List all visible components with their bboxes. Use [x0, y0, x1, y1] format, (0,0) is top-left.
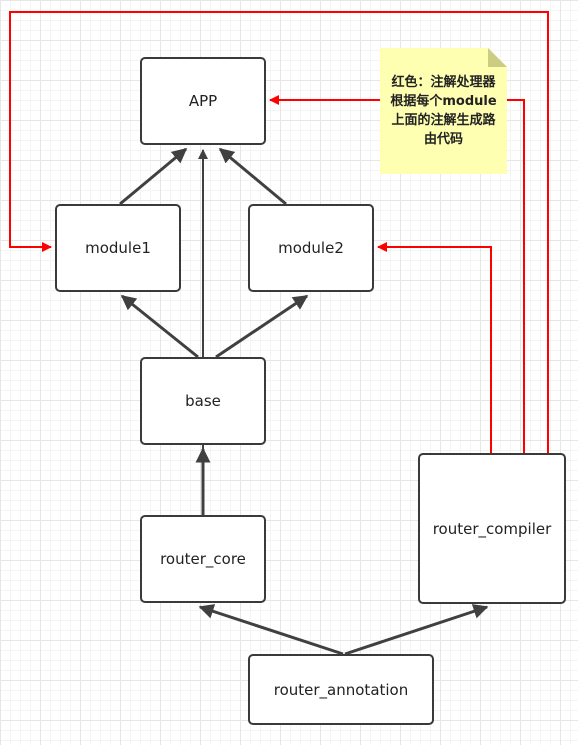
node-base-label: base — [185, 392, 221, 410]
edge-router-annotation-to-router-compiler — [344, 604, 489, 656]
edge-router-compiler-to-module1 — [9, 11, 549, 453]
node-module1[interactable]: module1 — [55, 204, 181, 292]
edge-module1-to-app — [119, 147, 188, 206]
legend-note-text: 红色：注解处理器根据每个module上面的注解生成路由代码 — [390, 75, 497, 147]
edge-base-to-module1 — [120, 294, 199, 359]
node-router-compiler-label: router_compiler — [432, 519, 552, 538]
node-app-label: APP — [188, 92, 218, 110]
edge-router-compiler-to-app — [269, 95, 525, 453]
node-base[interactable]: base — [140, 357, 266, 445]
edge-router-annotation-to-router-core — [198, 604, 344, 656]
node-router-core-label: router_core — [160, 550, 246, 568]
node-router-core[interactable]: router_core — [140, 515, 266, 603]
node-module2-label: module2 — [278, 239, 344, 257]
edge-module2-to-app — [218, 147, 287, 206]
node-app[interactable]: APP — [140, 57, 266, 145]
legend-note[interactable]: 红色：注解处理器根据每个module上面的注解生成路由代码 — [380, 48, 507, 174]
edge-router-compiler-to-module2 — [377, 242, 492, 453]
node-module1-label: module1 — [85, 239, 151, 257]
node-router-annotation[interactable]: router_annotation — [248, 654, 434, 725]
node-router-compiler[interactable]: router_compiler — [418, 453, 566, 604]
node-module2[interactable]: module2 — [248, 204, 374, 292]
node-router-annotation-label: router_annotation — [273, 680, 409, 699]
edge-base-to-module2 — [215, 294, 309, 359]
